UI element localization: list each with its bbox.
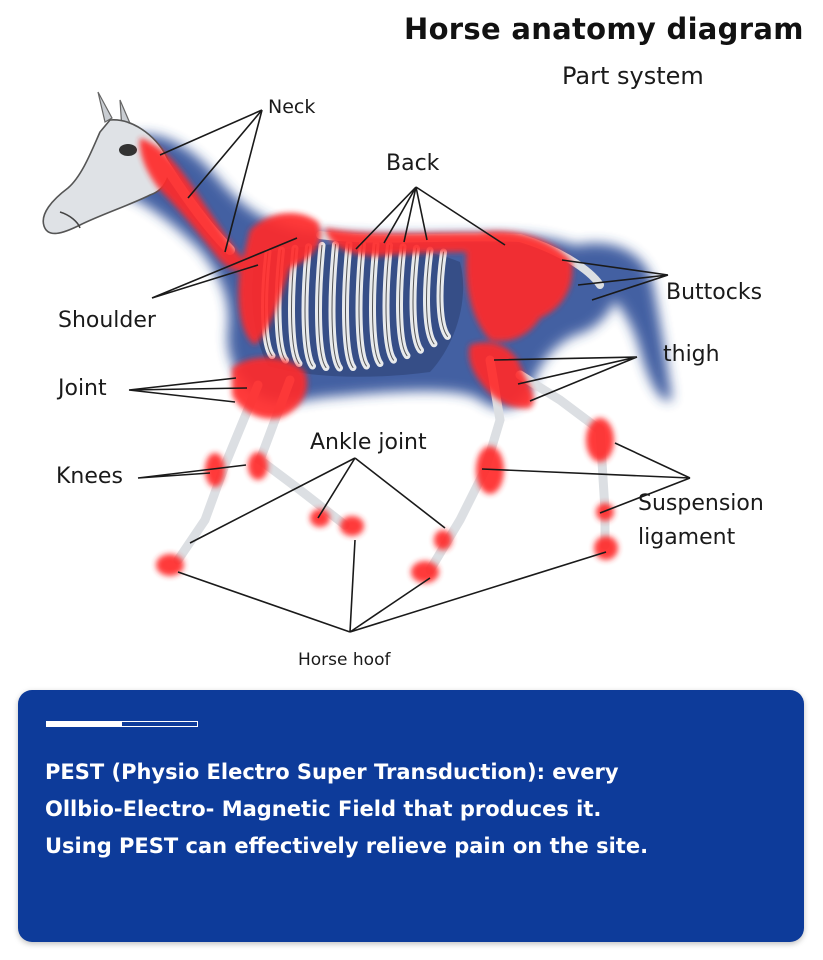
rib-outline [439,251,448,337]
callout-lines [128,109,691,633]
label-suspension-line2: ligament [638,525,736,550]
rib-outline [345,243,354,369]
label-joint: Joint [58,376,107,401]
rib-outline [385,244,394,361]
label-buttocks: Buttocks [666,280,763,305]
rib-outline [399,246,408,357]
diagram-subtitle: Part system [562,62,704,90]
label-horse-hoof: Horse hoof [298,650,391,670]
label-suspension-line1: Suspension [638,491,764,516]
info-card-text: PEST (Physio Electro Super Transduction)… [45,760,649,858]
label-neck: Neck [268,96,316,118]
info-card: PEST (Physio Electro Super Transduction)… [18,690,804,942]
rib-outline [372,244,381,365]
label-ankle-joint: Ankle joint [310,430,427,455]
progress-indicator [46,721,198,727]
rib-outline [358,243,367,367]
rib-outline [304,246,313,367]
rib-outline [412,247,421,351]
ribcage [252,240,464,377]
diagram-title: Horse anatomy diagram [404,12,804,46]
progress-fill [47,722,122,726]
rib-outline [318,244,327,369]
horse-anatomy-illustration [42,91,691,633]
rib-outline [331,244,340,369]
label-back: Back [386,151,440,176]
label-thigh: thigh [663,342,720,367]
label-shoulder: Shoulder [58,308,156,333]
label-knees: Knees [56,464,123,489]
rib-outline [426,249,435,345]
